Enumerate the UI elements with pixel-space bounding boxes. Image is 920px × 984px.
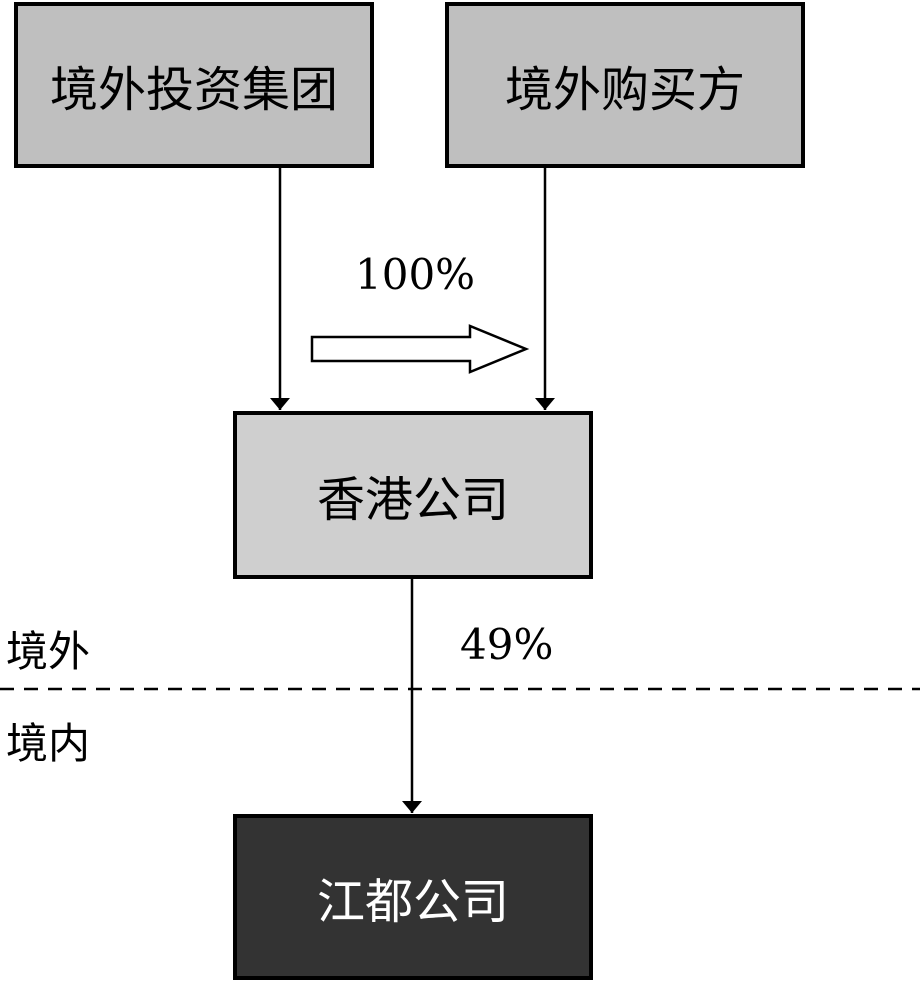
overseas-region-label: 境外 [6,627,91,676]
jiangdu-company-node: 江都公司 [233,814,593,980]
hk-company-node: 香港公司 [233,411,593,579]
hk-company-label: 香港公司 [316,472,509,528]
domestic-region-label: 境内 [6,719,91,768]
investment-group-label: 境外投资集团 [49,62,338,118]
transfer-block-arrow [310,324,530,374]
overseas-buyer-label: 境外购买方 [504,62,745,118]
jiangdu-company-label: 江都公司 [316,874,509,930]
transfer-percent-label: 100% [355,250,476,299]
overseas-buyer-node: 境外购买方 [445,2,805,168]
ownership-percent-label: 49% [460,620,554,669]
investment-group-node: 境外投资集团 [14,2,374,168]
